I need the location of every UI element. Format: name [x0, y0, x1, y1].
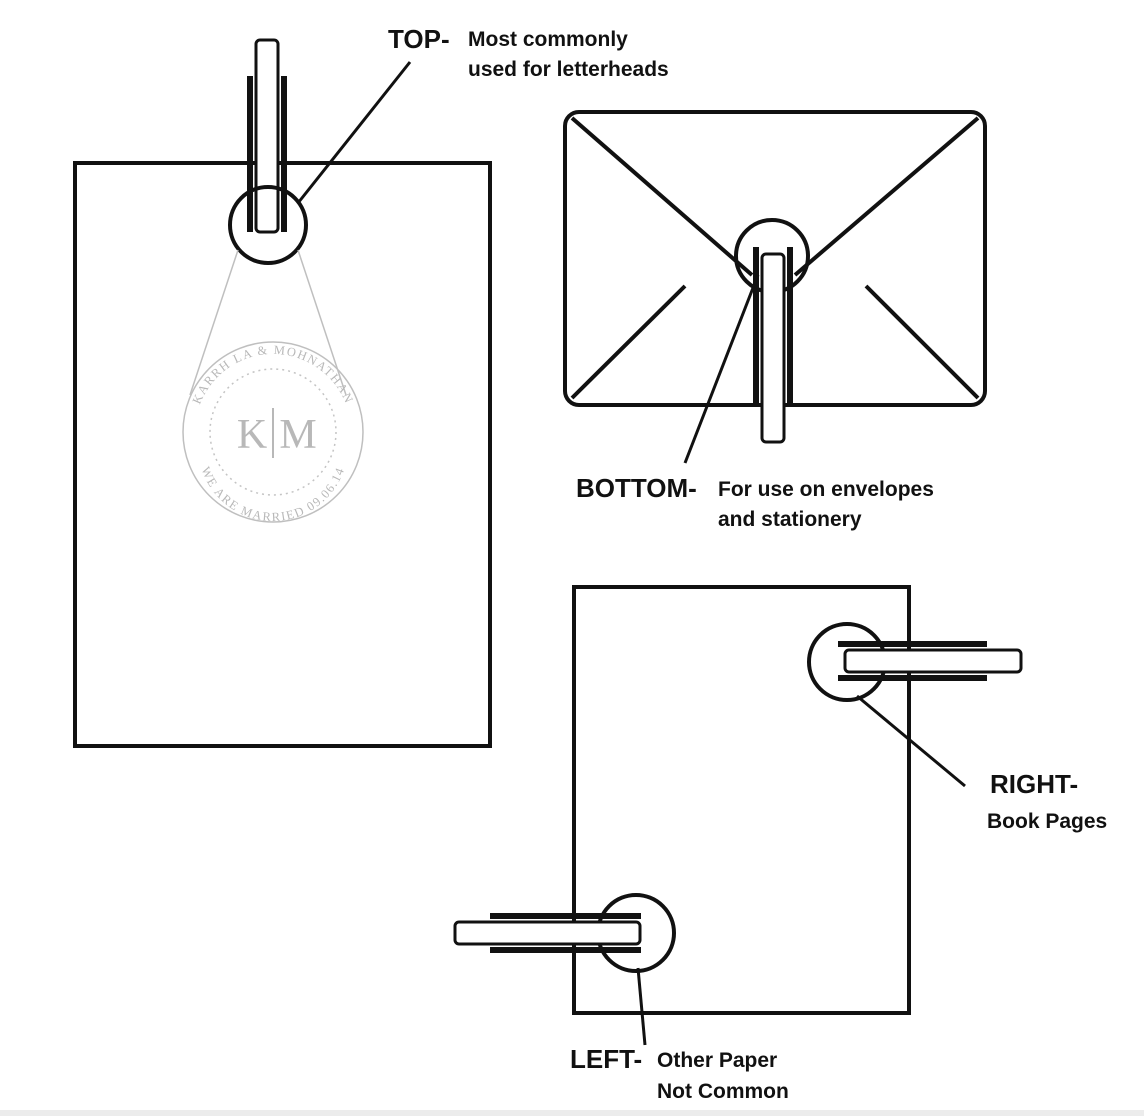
bottom-label-line1: For use on envelopes	[718, 478, 934, 501]
bottom-label-heading: BOTTOM-	[576, 473, 697, 503]
right-embosser-clamp	[838, 641, 1023, 681]
left-label-line1: Other Paper	[657, 1049, 777, 1072]
right-label-line1: Book Pages	[987, 810, 1107, 833]
top-embosser-clamp	[247, 38, 287, 234]
seal-monogram-right: M	[279, 412, 316, 458]
seal-monogram-left: K	[237, 412, 267, 458]
left-leader-line	[636, 967, 647, 1046]
left-label-line2: Not Common	[657, 1080, 789, 1103]
right-label-heading: RIGHT-	[990, 769, 1078, 799]
seal-ring-bottom-text: WE ARE MARRIED 09.06.14	[198, 465, 345, 525]
top-embosser-circle	[228, 185, 308, 265]
embossed-seal: KARRH LA & MOHNATHAN WE ARE MARRIED 09.0…	[182, 341, 364, 525]
top-label-line2: used for letterheads	[468, 58, 669, 81]
right-leader-line	[856, 694, 966, 788]
book-page	[572, 585, 911, 1015]
book-page-diagram: RIGHT- Book Pages LEFT- Other Paper Not …	[453, 585, 1107, 1103]
left-label-heading: LEFT-	[570, 1044, 642, 1074]
top-label-heading: TOP-	[388, 24, 450, 54]
bottom-leader-line	[683, 274, 760, 464]
top-label-line1: Most commonly	[468, 28, 628, 51]
bottom-label-line2: and stationery	[718, 508, 862, 531]
bottom-edge-bar	[0, 1110, 1144, 1116]
envelope-diagram: BOTTOM- For use on envelopes and station…	[563, 110, 987, 531]
letterhead-diagram: KARRH LA & MOHNATHAN WE ARE MARRIED 09.0…	[73, 24, 669, 748]
left-embosser-clamp	[453, 913, 642, 953]
svg-text:WE ARE MARRIED 09.06.14: WE ARE MARRIED 09.06.14	[198, 465, 347, 525]
top-leader-line	[296, 61, 412, 204]
bottom-embosser-clamp	[753, 247, 793, 444]
